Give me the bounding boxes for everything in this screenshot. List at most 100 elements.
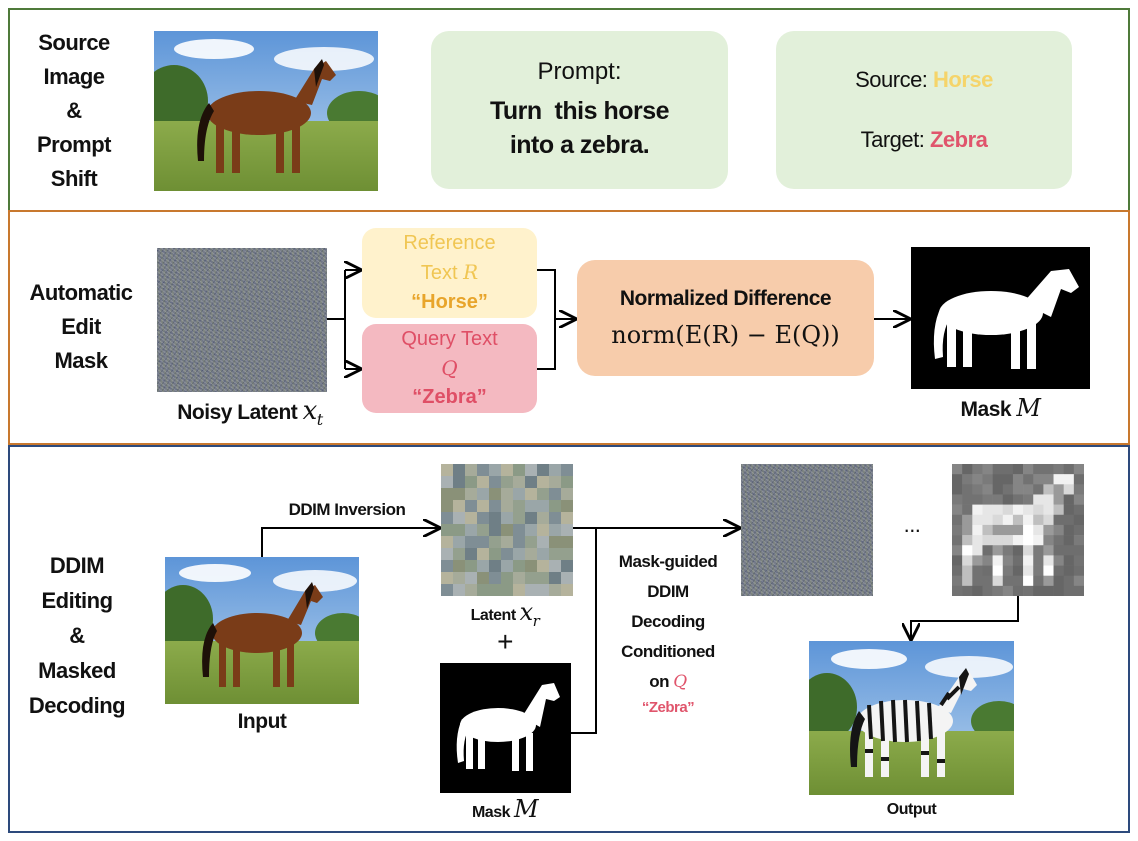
zebra-cell (992, 464, 1004, 475)
latent-cell (453, 476, 466, 489)
zebra-cell (1023, 545, 1034, 556)
latent-cell (537, 572, 550, 585)
zebra-cell (1012, 565, 1024, 576)
latent-cell (453, 488, 466, 501)
zebra-cell (1033, 504, 1044, 516)
latent-cell (465, 476, 478, 489)
zebra-cell (1053, 524, 1064, 536)
zebra-cell (1012, 464, 1024, 475)
zebra-cell (1073, 535, 1084, 546)
prompt-box: Prompt: Turn this horse into a zebra. (431, 31, 728, 189)
latent-cell (501, 512, 514, 525)
latent-cell (477, 572, 490, 585)
normalized-difference-title: Normalized Difference (619, 287, 832, 310)
zebra-cell (1073, 545, 1084, 556)
latent-cell (453, 464, 466, 477)
zebra-cell (1012, 524, 1024, 536)
zebra-cell (992, 504, 1004, 516)
zebra-cell (962, 585, 973, 596)
zebra-cell (1053, 575, 1064, 587)
zebra-cell (1012, 535, 1024, 546)
latent-cell (525, 524, 538, 537)
latent-cell (489, 584, 502, 596)
zebra-cell (1023, 565, 1034, 576)
latent-cell (549, 560, 562, 573)
ddim-inversion-label: DDIM Inversion (288, 500, 406, 519)
zebra-cell (1023, 474, 1034, 485)
zebra-cell (1002, 524, 1014, 536)
zebra-cell (952, 514, 963, 526)
zebra-cell (1023, 494, 1034, 505)
zebra-cell (972, 524, 983, 536)
latent-cell (489, 548, 502, 561)
latent-cell (513, 536, 526, 549)
zebra-cell (1063, 484, 1075, 495)
latent-cell (489, 464, 502, 477)
latent-cell (561, 464, 573, 477)
latent-cell (477, 500, 490, 513)
panel-source-image-prompt-shift (8, 8, 1130, 210)
zebra-cell (1012, 585, 1024, 596)
latent-cell (453, 536, 466, 549)
latent-cell (441, 536, 454, 549)
latent-cell (549, 500, 562, 513)
zebra-cell (1053, 535, 1064, 546)
zebra-cell (1063, 545, 1075, 556)
zebra-cell (1023, 484, 1034, 495)
zebra-cell (1043, 514, 1054, 526)
latent-cell (441, 524, 454, 537)
zebra-cell (1002, 575, 1014, 587)
zebra-cell (1063, 514, 1075, 526)
latent-cell (477, 512, 490, 525)
latent-cell (561, 524, 573, 537)
zebra-cell (1002, 504, 1014, 516)
zebra-cell (1033, 474, 1044, 485)
output-caption: Output (886, 801, 937, 818)
latent-cell (561, 584, 573, 596)
zebra-cell (1053, 514, 1064, 526)
query-text-box: Query Text Q “Zebra” (362, 324, 537, 413)
zebra-cell (1043, 484, 1054, 495)
latent-cell (501, 584, 514, 596)
latent-cell (501, 572, 514, 585)
zebra-cell (1002, 535, 1014, 546)
source-horse-image (154, 31, 378, 191)
zebra-cell (1033, 484, 1044, 495)
zebra-cell (962, 494, 973, 505)
latent-cell (489, 512, 502, 525)
latent-cell (501, 524, 514, 537)
zebra-cell (992, 575, 1004, 587)
zebra-cell (1012, 504, 1024, 516)
zebra-cell (1063, 494, 1075, 505)
zebra-cell (952, 504, 963, 516)
zebra-cell (1063, 555, 1075, 566)
latent-cell (549, 488, 562, 501)
latent-cell (525, 488, 538, 501)
latent-cell (549, 524, 562, 537)
mask-m-image (440, 663, 571, 793)
zebra-cell (1073, 474, 1084, 485)
latent-cell (477, 464, 490, 477)
latent-cell (489, 488, 502, 501)
latent-cell (513, 488, 526, 501)
latent-cell (489, 572, 502, 585)
latent-cell (537, 476, 550, 489)
zebra-cell (1073, 585, 1084, 596)
latent-cell (453, 524, 466, 537)
row2-label: Automatic Edit Mask (29, 280, 133, 373)
zebra-cell (1002, 484, 1014, 495)
zebra-cell (1012, 484, 1024, 495)
zebra-cell (1033, 585, 1044, 596)
target-value: Zebra (929, 127, 988, 152)
latent-cell (489, 500, 502, 513)
zebra-cell (1023, 585, 1034, 596)
zebra-cell (952, 545, 963, 556)
zebra-cell (982, 524, 993, 536)
latent-cell (441, 560, 454, 573)
zebra-cell (1023, 535, 1034, 546)
zebra-cell (1073, 494, 1084, 505)
latent-cell (537, 500, 550, 513)
latent-cell (465, 536, 478, 549)
zebra-cell (952, 494, 963, 505)
